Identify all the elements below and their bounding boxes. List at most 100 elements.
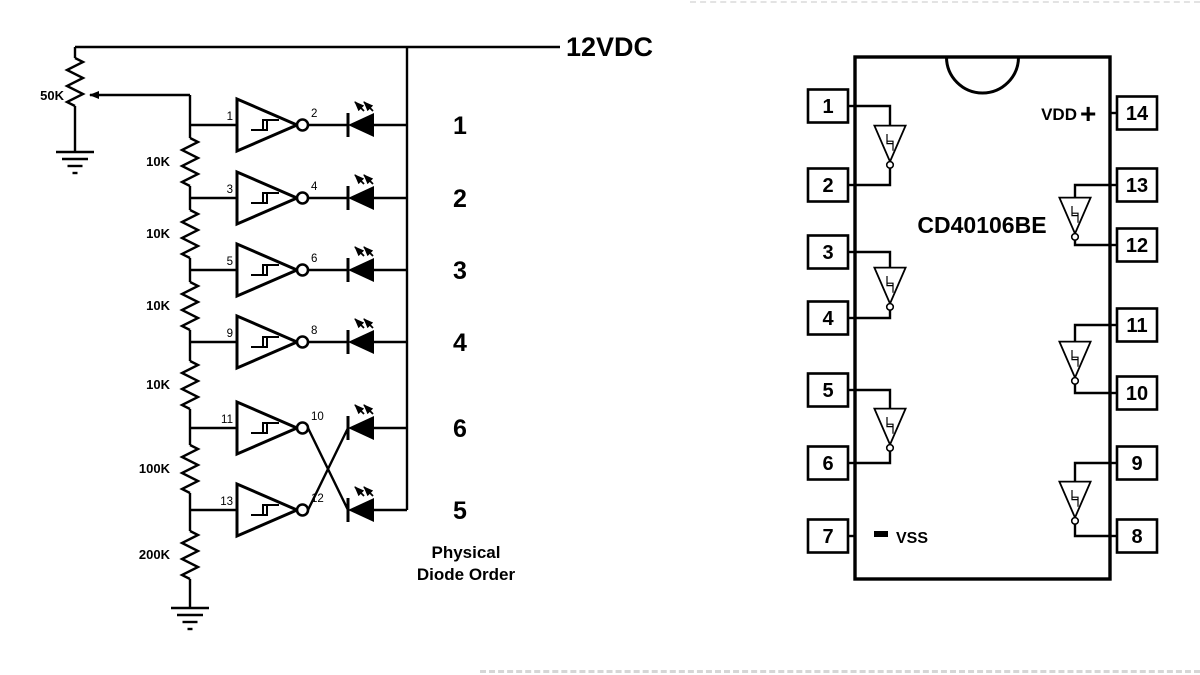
- ic-pin-7: 7: [806, 518, 855, 554]
- supply-voltage-label: 12VDC: [566, 32, 653, 62]
- resistor-value-3: 10K: [146, 298, 170, 313]
- led-2: [348, 175, 374, 210]
- inverter-3-output-pin: 6: [311, 253, 317, 265]
- ic-pin-4: 4: [806, 300, 855, 336]
- pin-9-number: 9: [1131, 453, 1142, 475]
- inverter-3-symbol: [235, 242, 310, 298]
- led-1: [348, 102, 374, 137]
- diode-order-number-5: 6: [453, 415, 467, 443]
- led-3: [348, 247, 374, 282]
- inverter-6-symbol: [235, 482, 310, 538]
- resistor-value-4: 10K: [146, 377, 170, 392]
- pin-7-box: [806, 518, 850, 554]
- inverter-5-symbol: [235, 400, 310, 456]
- ic-pin-5: 5: [806, 372, 855, 408]
- ic-pin-2: 2: [806, 167, 855, 203]
- ic-pin-8: 8: [1110, 518, 1159, 554]
- schmitt-inverter-1: 1 2: [227, 97, 317, 153]
- scan-artifact-bottom: [480, 670, 1200, 673]
- ladder-resistor-6: [180, 529, 200, 581]
- inverter-5-input-pin: 11: [221, 414, 233, 426]
- pin-8-number: 8: [1131, 526, 1142, 548]
- ic-pin-14: 14: [1110, 95, 1159, 131]
- pot-value-label: 50K: [40, 88, 64, 103]
- pin-14-number: 14: [1126, 103, 1149, 125]
- ic-pin-11: 11: [1110, 307, 1159, 343]
- vdd-marking: VDD +: [1041, 98, 1096, 129]
- pin-2-number: 2: [822, 175, 833, 197]
- diode-order-number-4: 4: [453, 329, 467, 357]
- ic-pin-12: 12: [1110, 227, 1159, 263]
- ladder-resistor-1: [180, 136, 200, 188]
- order-caption-line1: Physical: [432, 543, 501, 562]
- vdd-plus-sign: +: [1080, 98, 1096, 129]
- resistor-value-5: 100K: [139, 461, 171, 476]
- pin-5-box: [806, 372, 850, 408]
- pin-10-number: 10: [1126, 383, 1148, 405]
- ic-pin-13: 13: [1110, 167, 1159, 203]
- pin-7-number: 7: [822, 526, 833, 548]
- order-caption-line2: Diode Order: [417, 565, 516, 584]
- supply-rail-wire: [75, 45, 560, 510]
- inverter-6-input-pin: 13: [220, 496, 233, 508]
- vss-marking: VSS: [874, 530, 928, 547]
- crossover-wires: [306, 427, 350, 511]
- inverter-output-wires: [308, 123, 348, 344]
- ic-pin-6: 6: [806, 445, 855, 481]
- diode-order-number-3: 3: [453, 257, 467, 285]
- schmitt-inverter-2: 3 4: [227, 170, 318, 226]
- schmitt-inverter-5: 11 10: [221, 400, 324, 456]
- schmitt-inverter-6: 13 12: [220, 482, 324, 538]
- inverter-2-symbol: [235, 170, 310, 226]
- pot-resistor-body: [65, 56, 85, 108]
- vss-minus-sign: [874, 531, 888, 537]
- potentiometer: 50K: [40, 47, 190, 175]
- pin-4-number: 4: [822, 308, 834, 330]
- led-5: [348, 405, 374, 440]
- led-6: [348, 487, 374, 522]
- ladder-ground: [169, 606, 211, 631]
- ic-right-inverter-wiring: [1073, 183, 1110, 538]
- ic-pin-1: 1: [806, 88, 855, 124]
- pin-8-box: [1115, 518, 1159, 554]
- inverter-2-output-pin: 4: [311, 181, 318, 193]
- diode-order-number-2: 2: [453, 185, 467, 213]
- ic-pinout-diagram: CD40106BE VDD + VSS 1 2 3 4: [806, 55, 1159, 581]
- inverter-4-output-pin: 8: [311, 325, 317, 337]
- inverter-2-input-pin: 3: [227, 184, 233, 196]
- led-anode-wires: [374, 123, 407, 512]
- pin-1-number: 1: [822, 96, 833, 118]
- diode-order-number-1: 1: [453, 112, 467, 140]
- pin-6-number: 6: [822, 453, 833, 475]
- pin-3-number: 3: [822, 242, 833, 264]
- scan-artifact-top: [690, 1, 1200, 3]
- led-sequencer-schematic: 12VDC 50K 10K 10K 10K 10K 100K 200K: [40, 32, 653, 631]
- inverter-4-input-pin: 9: [227, 328, 233, 340]
- resistor-value-2: 10K: [146, 226, 170, 241]
- pot-ground: [54, 150, 96, 175]
- vss-label: VSS: [896, 530, 928, 547]
- pin-12-box: [1115, 227, 1159, 263]
- pin-11-number: 11: [1126, 315, 1147, 337]
- inverter-3-input-pin: 5: [227, 256, 233, 268]
- resistor-value-6: 200K: [139, 547, 171, 562]
- pin-3-box: [806, 234, 850, 270]
- schmitt-inverter-4: 9 8: [227, 314, 317, 370]
- pin-14-box: [1115, 95, 1159, 131]
- ladder-resistor-3: [180, 280, 200, 332]
- ladder-resistor-4: [180, 359, 200, 411]
- resistor-value-1: 10K: [146, 154, 170, 169]
- inverter-6-output-pin: 12: [311, 493, 324, 505]
- ic-left-inverter-wiring: [855, 104, 892, 465]
- inverter-input-wires: [190, 123, 237, 512]
- ic-part-number: CD40106BE: [917, 212, 1046, 238]
- inverter-5-output-pin: 10: [311, 411, 324, 423]
- ic-pin-10: 10: [1110, 375, 1159, 411]
- resistor-ladder: 10K 10K 10K 10K 100K 200K: [139, 95, 211, 631]
- ic-notch: [945, 56, 1020, 95]
- inverter-1-input-pin: 1: [227, 111, 233, 123]
- inverter-4-symbol: [235, 314, 310, 370]
- inverter-1-symbol: [235, 97, 310, 153]
- vdd-label: VDD: [1041, 105, 1077, 124]
